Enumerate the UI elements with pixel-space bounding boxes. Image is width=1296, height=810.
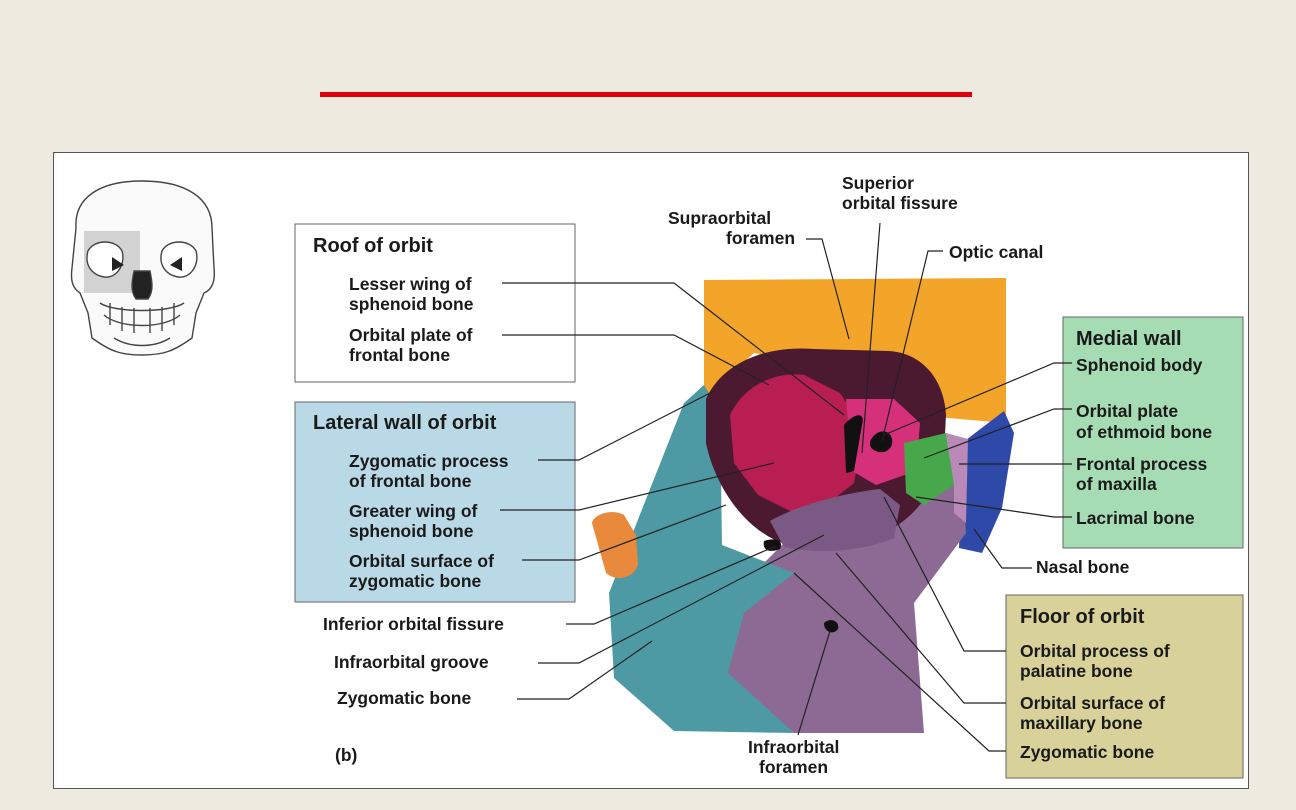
- figure-panel: Roof of orbit Lesser wing of sphenoid bo…: [53, 152, 1249, 789]
- floor-item-2: palatine bone: [1020, 661, 1133, 681]
- floor-item-4: maxillary bone: [1020, 713, 1143, 733]
- roof-item-4: frontal bone: [349, 345, 450, 365]
- lateral-item-5: Orbital surface of: [349, 551, 494, 571]
- lateral-item-1: Zygomatic process: [349, 451, 509, 471]
- floor-of-orbit-box: Floor of orbit Orbital process of palati…: [1005, 594, 1244, 779]
- supraorbital-label-2: foramen: [726, 228, 795, 248]
- roof-item-1: Lesser wing of: [349, 274, 472, 294]
- superior-fissure-label-1: Superior: [842, 173, 914, 193]
- supraorbital-label-1: Supraorbital: [668, 208, 771, 228]
- nasal-bone-region: [959, 411, 1014, 553]
- inferior-fissure-icon: [763, 539, 782, 551]
- orbit-illustration: [592, 278, 1014, 733]
- floor-heading: Floor of orbit: [1020, 606, 1145, 628]
- floor-item-1: Orbital process of: [1020, 641, 1170, 661]
- lateral-item-2: of frontal bone: [349, 471, 472, 491]
- palatine-process-icon: [592, 512, 638, 579]
- floor-item-5: Zygomatic bone: [1020, 742, 1154, 762]
- medial-item-5: of maxilla: [1076, 474, 1157, 494]
- superior-fissure-icon: [844, 415, 863, 473]
- lateral-wall-box: Lateral wall of orbit Zygomatic process …: [294, 401, 576, 603]
- optic-canal-label: Optic canal: [949, 242, 1043, 262]
- medial-item-6: Lacrimal bone: [1076, 508, 1195, 528]
- lateral-item-3: Greater wing of: [349, 501, 478, 521]
- infraorbital-foramen-label-2: foramen: [759, 757, 828, 777]
- infraorbital-foramen-label-1: Infraorbital: [748, 737, 839, 757]
- optic-canal-icon: [869, 431, 893, 453]
- roof-item-2: sphenoid bone: [349, 294, 474, 314]
- superior-fissure-label-2: orbital fissure: [842, 193, 958, 213]
- medial-heading: Medial wall: [1076, 328, 1182, 350]
- title-underline: [320, 92, 972, 97]
- zygomatic-region: [609, 385, 794, 733]
- floor-item-3: Orbital surface of: [1020, 693, 1165, 713]
- roof-heading: Roof of orbit: [313, 235, 433, 257]
- medial-wall-box: Medial wall Sphenoid body Orbital plate …: [1062, 316, 1244, 549]
- medial-item-2: Orbital plate: [1076, 401, 1178, 421]
- zygomatic-bone-label: Zygomatic bone: [337, 688, 471, 708]
- orbital-floor-region: [770, 489, 900, 552]
- medial-item-1: Sphenoid body: [1076, 355, 1203, 375]
- lateral-item-6: zygomatic bone: [349, 571, 482, 591]
- maxilla-region: [724, 453, 966, 733]
- roof-item-3: Orbital plate of: [349, 325, 473, 345]
- inferior-fissure-label: Inferior orbital fissure: [323, 614, 504, 634]
- figure-letter: (b): [335, 745, 357, 765]
- greater-wing-region: [730, 374, 864, 513]
- medial-item-4: Frontal process: [1076, 454, 1208, 474]
- leader-lines: [500, 222, 1072, 752]
- lacrimal-region: [946, 433, 968, 523]
- infraorbital-groove-label: Infraorbital groove: [334, 652, 489, 672]
- lateral-heading: Lateral wall of orbit: [313, 412, 497, 434]
- roof-of-orbit-box: Roof of orbit Lesser wing of sphenoid bo…: [294, 223, 576, 383]
- skull-thumbnail-icon: [70, 180, 216, 356]
- lateral-item-4: sphenoid bone: [349, 521, 474, 541]
- infraorbital-foramen-icon: [824, 620, 839, 633]
- nasal-bone-label: Nasal bone: [1036, 557, 1130, 577]
- medial-item-3: of ethmoid bone: [1076, 422, 1212, 442]
